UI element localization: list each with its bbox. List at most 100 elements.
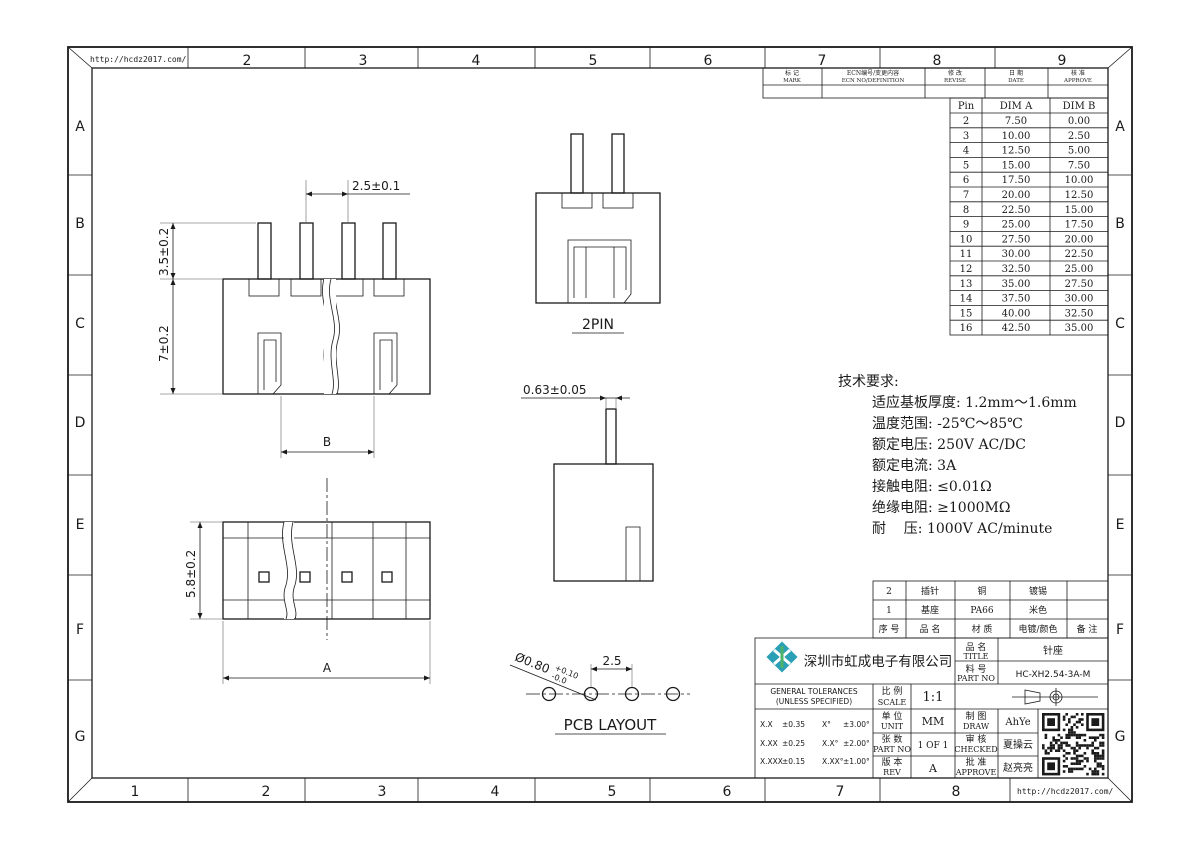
zone-letter: E: [76, 517, 85, 533]
zone-letter: C: [75, 316, 85, 332]
pin: [605, 408, 617, 465]
outer-frame: [67, 46, 1133, 803]
pin-base: [332, 278, 364, 297]
zone-number: 6: [704, 53, 713, 69]
tech-requirements: 技术要求: 适应基板厚度: 1.2mm～1.6mm 温度范围: -25℃～85℃…: [838, 374, 1077, 537]
dim-table-cell: 7: [963, 190, 969, 201]
zone-letter: A: [75, 119, 85, 135]
bottom-zone-dividers: [187, 778, 1011, 802]
top-zone-numbers: 2 3 4 5 6 7 8 9: [243, 53, 1067, 69]
dim-table-cell: 4: [963, 146, 969, 157]
latch-window: [373, 332, 398, 395]
corner-tl: [67, 46, 93, 69]
tech-item: 额定电流: 3A: [872, 458, 957, 474]
tol-value: ±0.15: [782, 757, 805, 766]
pcb-hole: [541, 686, 557, 702]
dim-table-cell: 5: [963, 160, 969, 171]
rev-label-cn: 版 本: [882, 756, 903, 768]
dim-table-cell: 17.50: [1002, 175, 1031, 186]
dim-table-cell: 27.50: [1002, 234, 1031, 245]
dim-table-cell: 17.50: [1065, 220, 1094, 231]
tol-angle-key: X.XX°: [822, 757, 844, 766]
url-bottom[interactable]: http://hcdz2017.com/: [1017, 787, 1114, 796]
bom-cell: PA66: [970, 606, 993, 616]
break-line: [291, 521, 297, 620]
unit-label-en: UNIT: [881, 722, 904, 731]
dim-table-header: DIM A: [1000, 101, 1033, 112]
bom-cell: 插针: [921, 585, 939, 597]
rev-header-cn: 修 改: [948, 69, 962, 77]
zone-number: 7: [836, 784, 845, 800]
scale-value: 1:1: [923, 690, 944, 705]
zone-number: 6: [723, 784, 732, 800]
title-block: 深圳市虹成电子有限公司 品 名 TITLE 针座 料 号 PART NO HC-…: [754, 637, 1109, 779]
part-label-cn: 料 号: [966, 663, 987, 675]
zone-number: 4: [491, 784, 500, 800]
bom-cell: 1: [886, 606, 892, 616]
zone-number: 3: [378, 784, 387, 800]
tol-angle-value: ±2.00°: [843, 739, 870, 748]
tech-item: 绝缘电阻: ≥1000MΩ: [872, 500, 1010, 516]
draw-value: AhYe: [1004, 717, 1030, 728]
pin-square: [381, 571, 393, 583]
tech-item: 额定电压: 250V AC/DC: [872, 437, 1026, 453]
dim-b-label: B: [323, 435, 331, 449]
pin-height-dimension: 3.5±0.2: [157, 228, 171, 276]
side-body: [553, 463, 654, 582]
scale-label-cn: 比 例: [882, 685, 903, 697]
scale-label-en: SCALE: [878, 698, 907, 707]
tol-angle-value: ±3.00°: [843, 720, 870, 729]
depth-dimension: 5.8±0.2: [184, 550, 198, 598]
zone-letter: A: [1115, 119, 1125, 135]
title-value: 针座: [1043, 644, 1063, 657]
pin: [299, 222, 314, 280]
pin-base: [373, 278, 405, 297]
revision-block: 标 记 MARK ECN编号/变更内容 ECN NO/DEFINITION 修 …: [762, 67, 1109, 99]
company-name: 深圳市虹成电子有限公司: [804, 653, 953, 670]
two-pin-view: 2PIN: [535, 133, 661, 334]
check-label-cn: 审 核: [966, 733, 987, 745]
url-top[interactable]: http://hcdz2017.com/: [90, 55, 187, 64]
pin-square: [341, 571, 353, 583]
dim-table-header: Pin: [958, 101, 975, 112]
body-height-dimension: 7±0.2: [157, 325, 171, 362]
dim-table-cell: 12.50: [1065, 190, 1094, 201]
dim-table-cell: 12.50: [1002, 146, 1031, 157]
approve-value: 赵亮亮: [1003, 761, 1033, 774]
dim-table-cell: 14: [960, 294, 973, 305]
front-view: 2.5±0.1 3.5±0.2 7±0.2 B: [157, 179, 431, 458]
bom-table: 2 插针 铜 镀锡 1 基座 PA66 米色 序 号 品 名 材 质 电镀/颜色…: [872, 580, 1109, 639]
zone-letter: G: [1115, 729, 1126, 745]
bom-cell: 2: [886, 587, 892, 597]
two-pin-body: [535, 192, 661, 304]
bom-header: 材 质: [972, 623, 993, 635]
corner-br: [1107, 777, 1133, 803]
rev-header-en: ECN NO/DEFINITION: [842, 78, 905, 84]
tol-value: ±0.35: [782, 720, 805, 729]
corner-bl: [67, 777, 93, 803]
zone-number: 3: [359, 53, 368, 69]
top-zone-dividers: [187, 47, 996, 68]
tech-item: 耐 压: 1000V AC/minute: [872, 521, 1052, 537]
latch-window: [257, 332, 282, 395]
tol-key: X.X: [760, 720, 773, 729]
check-label-en: CHECKED: [954, 745, 997, 754]
rev-header-cn: 日 期: [1009, 69, 1023, 77]
rev-header-cn: 核 准: [1071, 69, 1085, 77]
dim-table-cell: 10: [960, 234, 973, 245]
dim-table-cell: 15.00: [1065, 205, 1094, 216]
dim-table-cell: 15: [960, 308, 973, 319]
zone-number: 9: [1058, 53, 1067, 69]
dim-table-cell: 25.00: [1065, 264, 1094, 275]
projection-symbol-icon: [1012, 688, 1098, 706]
tol-key: X.XX: [760, 739, 778, 748]
pcb-layout-label: PCB LAYOUT: [564, 716, 658, 734]
bottom-zone-numbers: 1 2 3 4 5 6 7 8: [131, 784, 961, 800]
rev-header-cn: ECN编号/变更内容: [847, 69, 899, 77]
dim-table-cell: 27.50: [1065, 279, 1094, 290]
dim-table-cell: 37.50: [1002, 294, 1031, 305]
dim-table-cell: 35.00: [1002, 279, 1031, 290]
rev-header-cn: 标 记: [785, 69, 799, 77]
